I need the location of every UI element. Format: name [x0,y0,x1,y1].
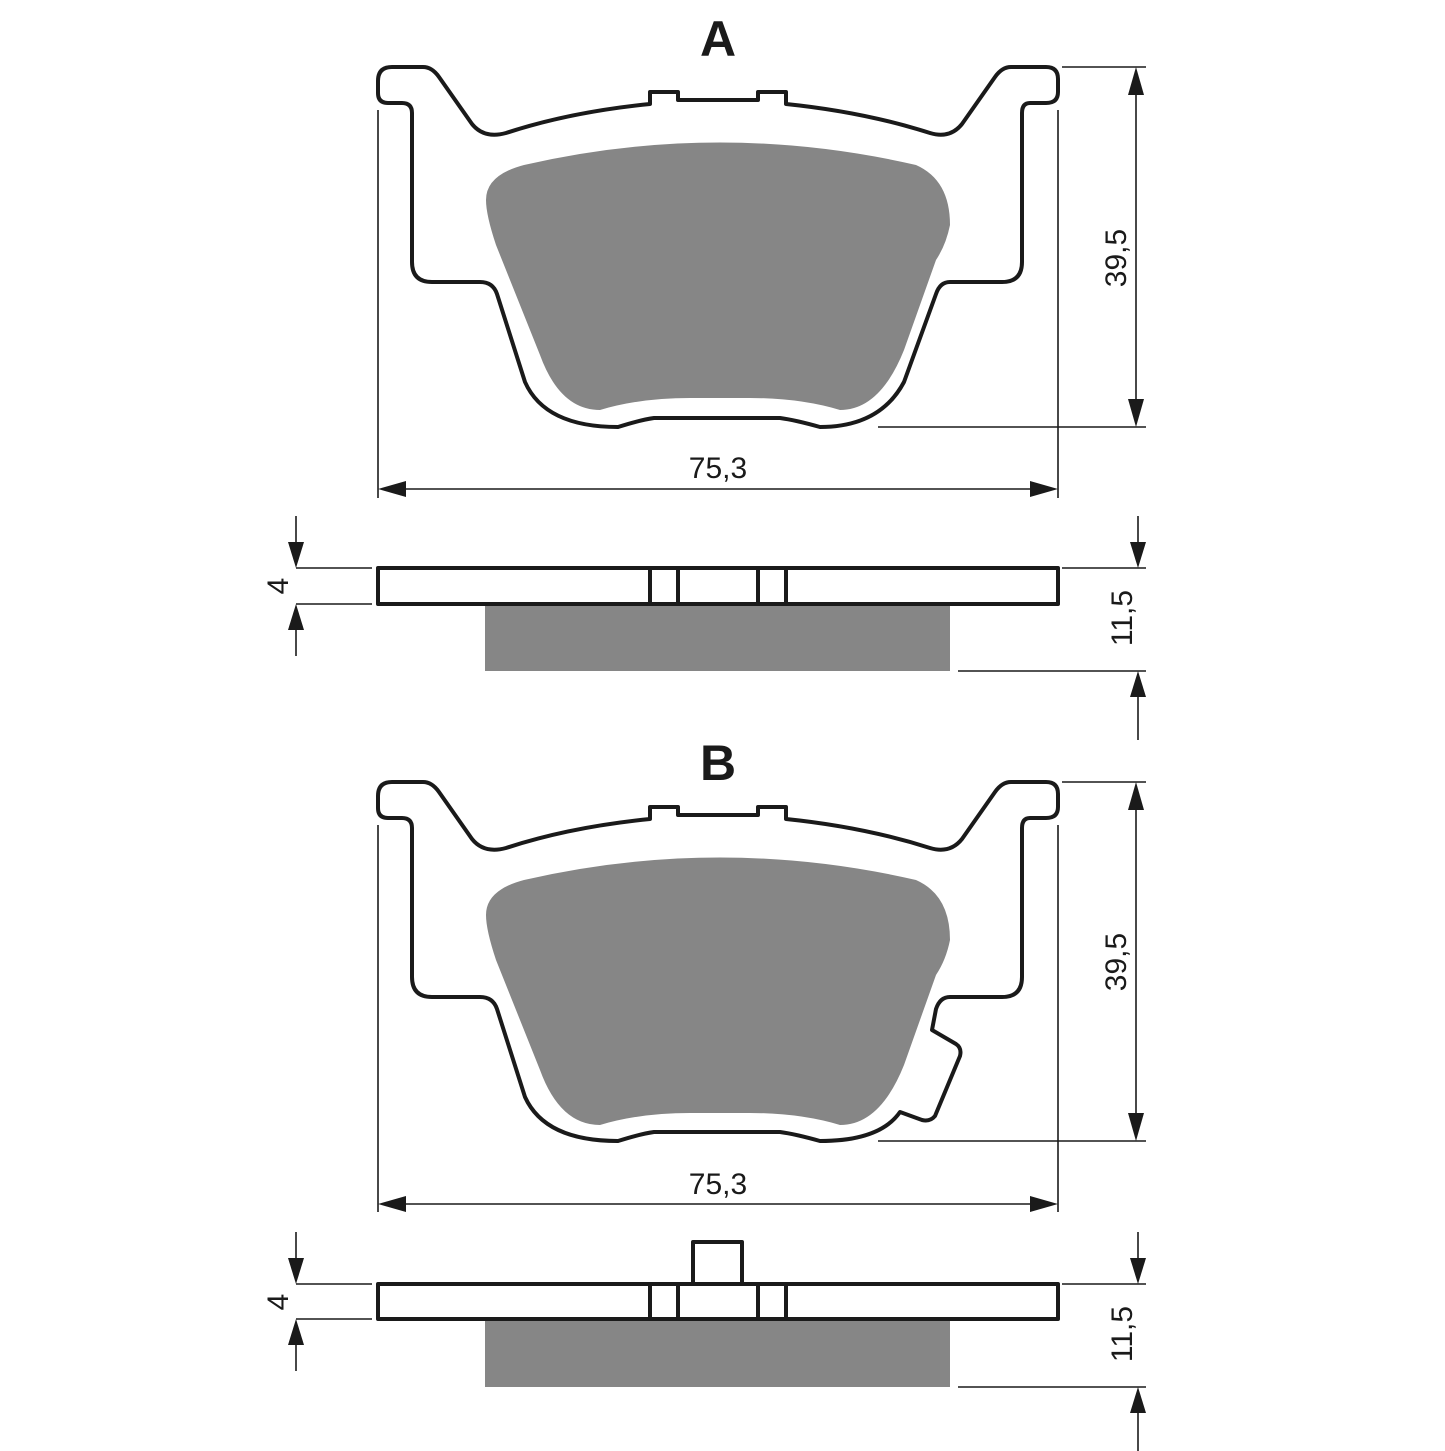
variant-a-backing-dimension: 4 [262,516,372,656]
variant-b-friction-pad [486,857,950,1125]
variant-b-backing-label: 4 [262,1294,295,1311]
variant-b-width-dimension: 75,3 [377,825,1059,1212]
variant-a-height-label: 39,5 [1100,229,1133,287]
variant-a-backing-label: 4 [262,578,295,595]
variant-a-side-friction [485,604,950,671]
variant-a-side-view: 4 11,5 [262,516,1146,740]
variant-a-width-label: 75,3 [689,452,747,485]
variant-a-side-backing [376,566,1060,606]
variant-a-thickness-dimension: 11,5 [958,516,1146,740]
variant-b-thickness-dimension: 11,5 [958,1232,1146,1451]
variant-b-backing-dimension: 4 [262,1232,372,1371]
variant-a-letter: A [700,11,736,67]
variant-b-width-label: 75,3 [689,1168,747,1201]
variant-a-height-dimension: 39,5 [878,66,1146,428]
variant-b-side-backing [376,1282,1060,1321]
variant-a-friction-pad [486,142,950,410]
variant-b-side-friction [485,1319,950,1387]
variant-a-thickness-label: 11,5 [1106,590,1139,646]
variant-b-side-pin [691,1240,744,1286]
variant-b-thickness-label: 11,5 [1106,1306,1139,1362]
variant-a-front-view: A 75,3 39,5 [376,11,1146,498]
variant-b-height-dimension: 39,5 [878,781,1146,1142]
variant-a-width-dimension: 75,3 [377,110,1059,498]
variant-b-side-view: 4 11,5 [262,1232,1146,1451]
variant-b-height-label: 39,5 [1100,933,1133,991]
variant-b-front-view: B 75,3 39,5 [376,735,1146,1212]
variant-b-letter: B [700,735,736,791]
